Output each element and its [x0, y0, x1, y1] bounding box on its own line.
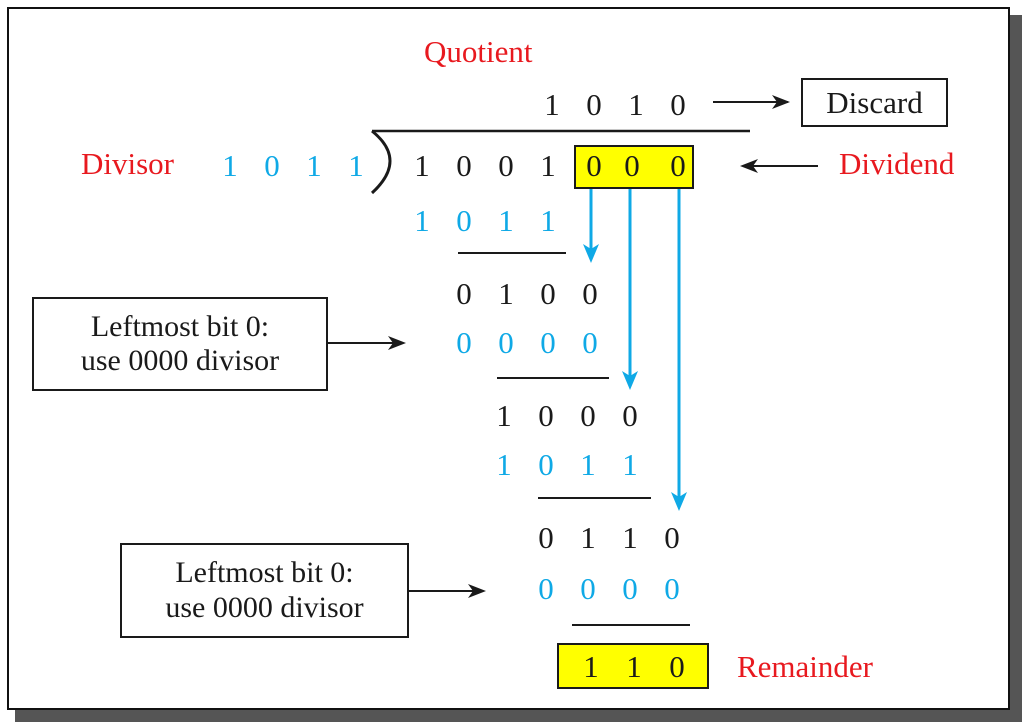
- result-bit: 0: [580, 398, 596, 433]
- quotient-label: Quotient: [424, 34, 533, 69]
- note-2-line-2: use 0000 divisor: [165, 591, 364, 624]
- remainder-label: Remainder: [737, 649, 874, 684]
- division-bracket: [370, 129, 392, 195]
- quotient-bit: 1: [544, 87, 560, 122]
- dividend-bit: 1: [414, 148, 430, 183]
- note-1-arrow-head: [388, 336, 406, 350]
- subtrahend-bit: 0: [456, 325, 472, 360]
- discard-label: Discard: [826, 85, 923, 120]
- bring-down-arrow-head: [622, 371, 638, 390]
- note-box-1: Leftmost bit 0: use 0000 divisor: [32, 297, 328, 391]
- quotient-bit: 0: [670, 87, 686, 122]
- result-bit: 0: [622, 398, 638, 433]
- dividend-label: Dividend: [839, 146, 955, 181]
- note-box-2: Leftmost bit 0: use 0000 divisor: [120, 543, 409, 638]
- discard-arrow-head: [772, 95, 790, 109]
- result-bit: 1: [580, 520, 596, 555]
- subtrahend-bit: 0: [498, 325, 514, 360]
- divisor-bit: 0: [264, 148, 280, 183]
- dividend-bit: 0: [498, 148, 514, 183]
- subtrahend-bit: 0: [540, 325, 556, 360]
- result-bit: 0: [456, 276, 472, 311]
- subtrahend-bit: 1: [498, 203, 514, 238]
- result-bit: 0: [538, 398, 554, 433]
- result-bit: 1: [496, 398, 512, 433]
- quotient-bit: 1: [628, 87, 644, 122]
- divisor-bit: 1: [306, 148, 322, 183]
- subtrahend-bit: 0: [622, 571, 638, 606]
- bring-down-arrow-head: [583, 244, 599, 263]
- result-bit: 0: [582, 276, 598, 311]
- result-bit: 0: [538, 520, 554, 555]
- subtrahend-bit: 0: [538, 571, 554, 606]
- appended-zero-bit: 0: [624, 148, 640, 183]
- note-2-line-1: Leftmost bit 0:: [175, 556, 354, 589]
- result-bit: 1: [498, 276, 514, 311]
- note-1-line-2: use 0000 divisor: [80, 344, 280, 377]
- subtrahend-bit: 0: [538, 447, 554, 482]
- dividend-bit: 1: [540, 148, 556, 183]
- result-bit: 0: [664, 520, 680, 555]
- subtrahend-bit: 0: [664, 571, 680, 606]
- remainder-bit: 1: [626, 649, 642, 684]
- subtrahend-bit: 1: [414, 203, 430, 238]
- dividend-arrow-head: [740, 159, 758, 173]
- dividend-bit: 0: [456, 148, 472, 183]
- divisor-bit: 1: [348, 148, 364, 183]
- discard-box: Discard: [801, 78, 948, 127]
- appended-zero-bit: 0: [586, 148, 602, 183]
- remainder-bit: 1: [583, 649, 599, 684]
- subtrahend-bit: 1: [540, 203, 556, 238]
- subtrahend-bit: 0: [582, 325, 598, 360]
- subtrahend-bit: 1: [622, 447, 638, 482]
- appended-zeros-highlight: [574, 145, 694, 189]
- divisor-bit: 1: [222, 148, 238, 183]
- remainder-bit: 0: [669, 649, 685, 684]
- subtrahend-bit: 1: [580, 447, 596, 482]
- result-bit: 0: [540, 276, 556, 311]
- subtrahend-bit: 1: [496, 447, 512, 482]
- note-2-arrow-head: [468, 584, 486, 598]
- bring-down-arrow-head: [671, 492, 687, 511]
- divisor-label: Divisor: [81, 146, 174, 181]
- subtrahend-bit: 0: [580, 571, 596, 606]
- quotient-bit: 0: [586, 87, 602, 122]
- remainder-highlight: [557, 643, 709, 689]
- appended-zero-bit: 0: [670, 148, 686, 183]
- note-1-line-1: Leftmost bit 0:: [90, 310, 270, 343]
- result-bit: 1: [622, 520, 638, 555]
- subtrahend-bit: 0: [456, 203, 472, 238]
